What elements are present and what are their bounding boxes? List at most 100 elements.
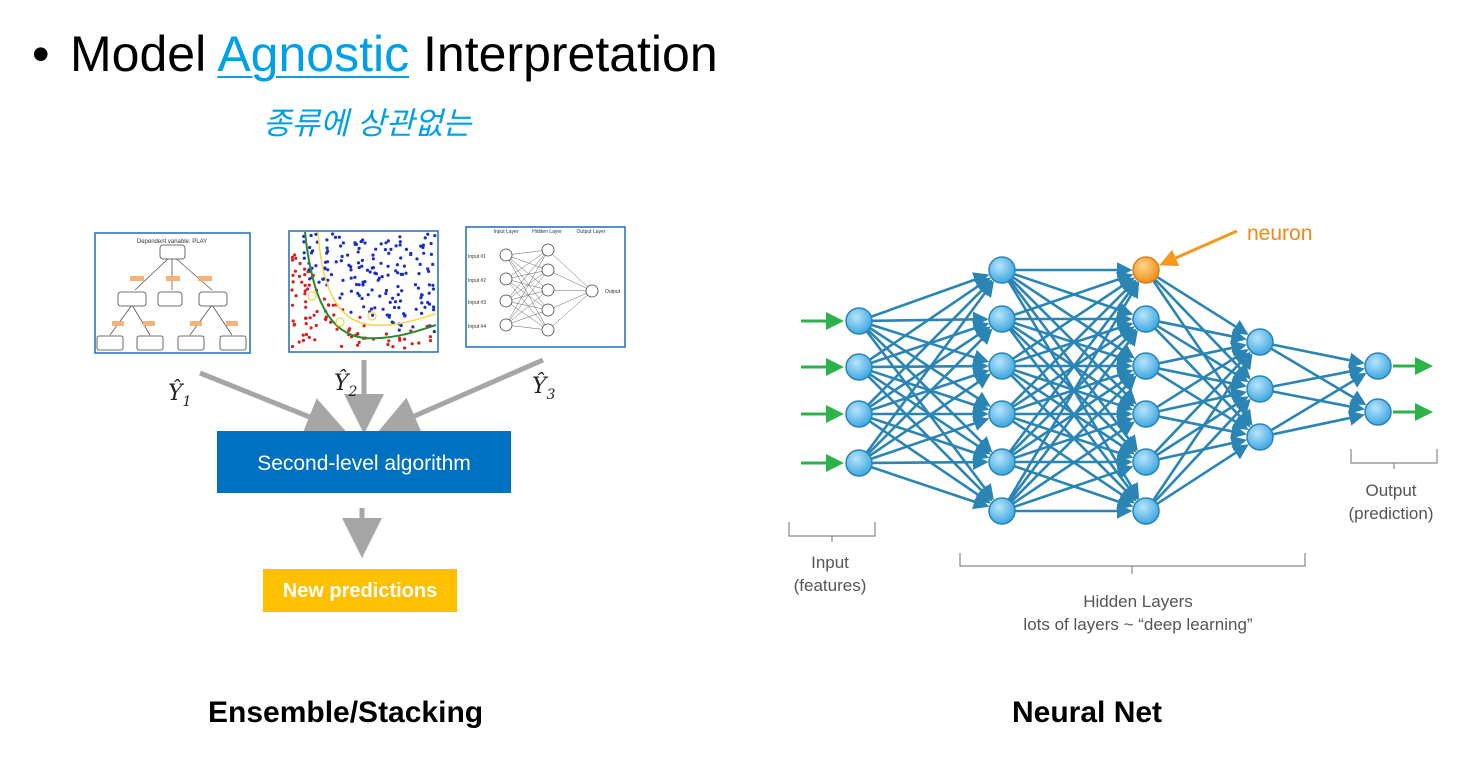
scatter-point-red [303, 283, 307, 287]
scatter-point-red [294, 256, 298, 260]
scatter-point-blue [380, 275, 384, 279]
thumb-net-edge [505, 254, 549, 331]
neuron-node [845, 449, 873, 477]
scatter-point-red [303, 289, 307, 293]
thumb-net-edge [505, 300, 549, 331]
slide-title: •Model Agnostic Interpretation [32, 22, 718, 86]
scatter-point-blue [323, 267, 327, 271]
nn-thumb-output-label: Output [605, 289, 621, 295]
scatter-point-blue [369, 307, 373, 311]
neural-net-edge [1272, 410, 1365, 436]
scatter-point-blue [433, 234, 437, 238]
tree-leaf [96, 335, 124, 351]
scatter-point-blue [353, 241, 357, 245]
scatter-point-blue [373, 306, 377, 310]
scatter-point-red [304, 305, 308, 309]
output-prediction-label: (prediction) [1348, 504, 1433, 523]
scatter-point-blue [432, 305, 436, 309]
scatter-point-red [292, 323, 296, 327]
thumb-net-edge [505, 269, 549, 326]
deep-learning-label: lots of layers ~ “deep learning” [1023, 615, 1252, 634]
scatter-point-red [304, 322, 308, 326]
scatter-point-blue [392, 305, 397, 310]
thumb-net-edge [505, 278, 549, 291]
thumb-net-edge [547, 269, 593, 292]
neural-net-edge [1156, 444, 1249, 506]
scatter-point-blue [396, 271, 400, 275]
scatter-point-blue [397, 328, 401, 332]
thumb-net-node [541, 323, 555, 337]
scatter-point-red [397, 336, 402, 340]
stacking-arrows [199, 357, 544, 558]
scatter-point-blue [325, 238, 329, 242]
thumb-net-edge [505, 254, 549, 271]
scatter-point-red [417, 341, 421, 345]
scatter-point-blue [326, 278, 330, 282]
neural-net-edge [1008, 329, 1138, 502]
scatter-point-blue [379, 242, 383, 246]
neuron-node [1132, 497, 1160, 525]
scatter-point-blue [421, 243, 425, 247]
thumb-net-edge [505, 249, 549, 326]
scatter-point-blue [357, 246, 361, 250]
tree-leaf [219, 335, 247, 351]
scatter-point-red [403, 346, 407, 350]
scatter-point-blue [399, 323, 403, 328]
scatter-classifier-thumbnail [288, 230, 439, 353]
agnostic-link[interactable]: Agnostic [217, 26, 410, 82]
scatter-point-blue [423, 236, 427, 240]
neuron-node [988, 352, 1016, 380]
scatter-point-red [314, 323, 318, 328]
neuron-pointer-arrow [1159, 229, 1238, 267]
scatter-point-blue [413, 283, 418, 287]
scatter-point-blue [326, 268, 330, 272]
scatter-point-blue [340, 254, 344, 259]
scatter-point-blue [356, 291, 360, 295]
tree-thumb-title: Dependent variable: PLAY [137, 239, 207, 245]
thumb-net-edge [505, 278, 549, 311]
scatter-point-red [290, 255, 294, 259]
scatter-point-blue [349, 276, 353, 280]
scatter-point-blue [387, 251, 391, 255]
scatter-point-red [348, 327, 352, 331]
scatter-point-blue [356, 250, 360, 254]
scatter-point-blue [363, 241, 367, 245]
scatter-point-red [293, 253, 297, 257]
neural-net-edge [1010, 279, 1137, 406]
scatter-point-blue [431, 287, 435, 291]
scatter-point-blue [340, 292, 344, 296]
thumb-net-node [541, 263, 555, 277]
scatter-point-blue [371, 253, 375, 257]
scatter-point-blue [341, 241, 345, 245]
scatter-point-red [291, 280, 295, 284]
scatter-point-red [303, 273, 307, 277]
thumb-net-node [585, 284, 599, 298]
scatter-point-blue [341, 278, 345, 282]
scatter-point-blue [416, 286, 420, 290]
scatter-point-blue [418, 262, 422, 266]
neuron-node [988, 497, 1016, 525]
scatter-point-red [322, 297, 326, 301]
scatter-point-blue [385, 313, 389, 317]
scatter-point-red [304, 332, 309, 337]
scatter-point-blue [308, 245, 312, 250]
scatter-point-red [290, 303, 295, 307]
neural-net-edge [1158, 320, 1247, 344]
neural-net-edge [1010, 375, 1137, 503]
neural-net-edge [1012, 276, 1135, 359]
thumb-net-edge [547, 290, 593, 331]
nn-thumb-input-label: Input #1 [468, 254, 486, 260]
scatter-point-blue [398, 240, 402, 244]
input-features-label: (features) [794, 576, 867, 595]
scatter-point-blue [365, 268, 370, 272]
scatter-point-blue [302, 251, 306, 255]
neural-net-edge [865, 280, 995, 454]
neural-net-edge [871, 454, 989, 471]
tree-node [157, 291, 183, 307]
thumb-net-edge [547, 290, 593, 311]
scatter-point-blue [357, 283, 361, 287]
neural-net-nodes [845, 256, 1392, 525]
scatter-point-blue [409, 252, 413, 257]
scatter-point-red [356, 332, 360, 336]
scatter-point-blue [360, 296, 364, 301]
